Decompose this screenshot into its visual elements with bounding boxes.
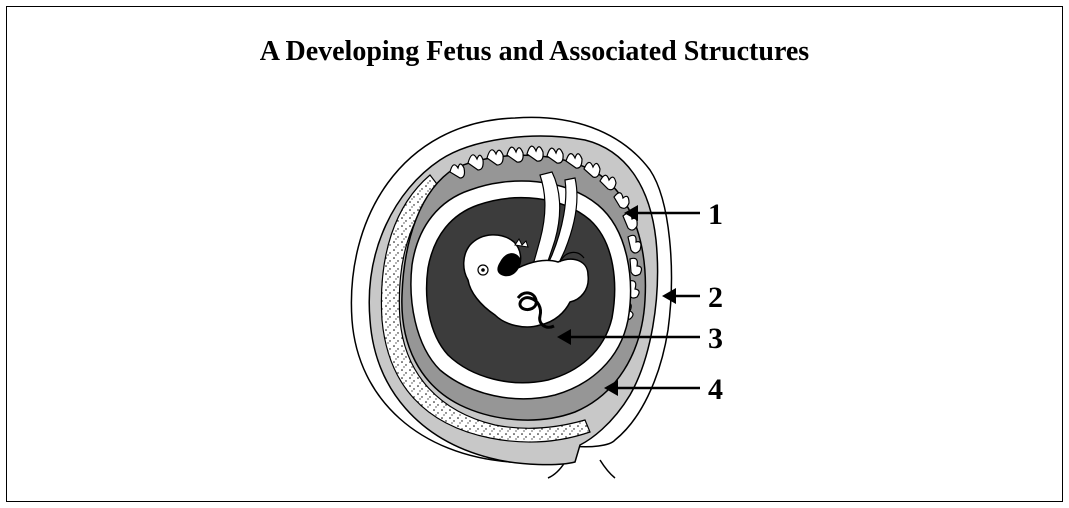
label-4-text: 4: [708, 373, 723, 406]
label-1-text: 1: [708, 198, 723, 231]
label-3-text: 3: [708, 322, 723, 355]
label-2-text: 2: [708, 281, 723, 314]
